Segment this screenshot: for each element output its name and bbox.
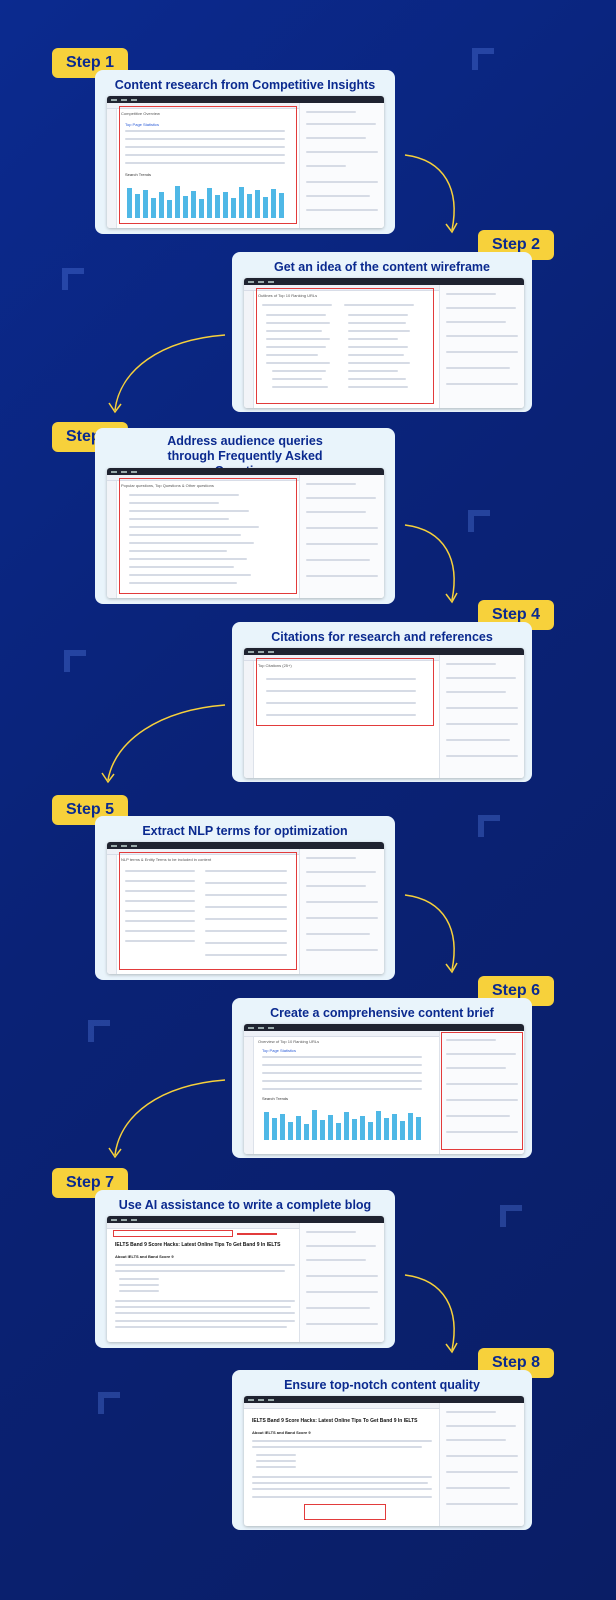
section-label: Top Citations (25+): [258, 663, 292, 668]
app-screenshot: Popular questions, Top Questions & Other…: [107, 468, 384, 598]
step-title: Content research from Competitive Insigh…: [114, 78, 376, 92]
step-card: Citations for research and references To…: [232, 622, 532, 782]
flow-arrow: [101, 704, 226, 784]
section-label: Overview of Top 10 Ranking URLs: [258, 1039, 320, 1044]
step-title: Ensure top-notch content quality: [284, 1378, 480, 1392]
app-screenshot: Top Citations (25+): [244, 648, 524, 778]
flow-arrow: [108, 334, 226, 414]
decor-corner: [64, 650, 86, 672]
step-card: Content research from Competitive Insigh…: [95, 70, 395, 234]
stat-title: Top Page Statistics: [262, 1048, 297, 1053]
decor-corner: [478, 815, 500, 837]
step-title: Get an idea of the content wireframe: [273, 260, 490, 274]
article-headline: IELTS Band 9 Score Hacks: Latest Online …: [252, 1418, 418, 1424]
decor-corner: [472, 48, 494, 70]
step-badge: Step 1: [52, 48, 129, 78]
chart-title: Search Trends: [125, 172, 152, 177]
article-headline: IELTS Band 9 Score Hacks: Latest Online …: [115, 1242, 281, 1248]
section-label: NLP terms & Entity Terms to be included …: [121, 857, 212, 862]
step-card: Address audience queries through Frequen…: [95, 428, 395, 604]
step-title: Use AI assistance to write a complete bl…: [118, 1198, 372, 1212]
app-screenshot: Outlines of Top 10 Ranking URLs: [244, 278, 524, 408]
flow-arrow: [404, 894, 458, 974]
step-card: Get an idea of the content wireframe Out…: [232, 252, 532, 412]
decor-corner: [500, 1205, 522, 1227]
app-screenshot: Overview of Top 10 Ranking URLs Top Page…: [244, 1024, 524, 1154]
step-card: Use AI assistance to write a complete bl…: [95, 1190, 395, 1348]
step-title: Extract NLP terms for optimization: [142, 824, 348, 838]
section-label: Competitive Overview: [121, 111, 160, 116]
step-card: Create a comprehensive content brief Ove…: [232, 998, 532, 1158]
step-card: Ensure top-notch content quality IELTS B…: [232, 1370, 532, 1530]
flow-arrow: [108, 1079, 226, 1159]
article-subhead: About IELTS and Band Score 9: [252, 1430, 311, 1435]
article-subhead: About IELTS and Band Score 9: [115, 1254, 174, 1259]
flow-arrow: [404, 524, 458, 604]
decor-corner: [88, 1020, 110, 1042]
app-screenshot: IELTS Band 9 Score Hacks: Latest Online …: [244, 1396, 524, 1526]
bar-chart: [127, 182, 287, 218]
decor-corner: [98, 1392, 120, 1414]
chart-title: Search Trends: [262, 1096, 289, 1101]
flow-arrow: [404, 1274, 458, 1354]
section-label: Outlines of Top 10 Ranking URLs: [258, 293, 318, 298]
app-screenshot: IELTS Band 9 Score Hacks: Latest Online …: [107, 1216, 384, 1342]
section-label: Popular questions, Top Questions & Other…: [121, 483, 214, 488]
step-card: Extract NLP terms for optimization NLP t…: [95, 816, 395, 980]
flow-arrow: [404, 154, 458, 234]
step-badge: Step 5: [52, 795, 129, 825]
decor-corner: [468, 510, 490, 532]
pointer-arrow: [237, 1233, 277, 1235]
step-title: Create a comprehensive content brief: [270, 1006, 494, 1020]
bar-chart: [264, 1106, 424, 1140]
app-screenshot: Competitive Overview Top Page Statistics…: [107, 96, 384, 228]
step-title: Citations for research and references: [271, 630, 493, 644]
app-screenshot: NLP terms & Entity Terms to be included …: [107, 842, 384, 974]
decor-corner: [62, 268, 84, 290]
stat-title: Top Page Statistics: [125, 122, 160, 127]
